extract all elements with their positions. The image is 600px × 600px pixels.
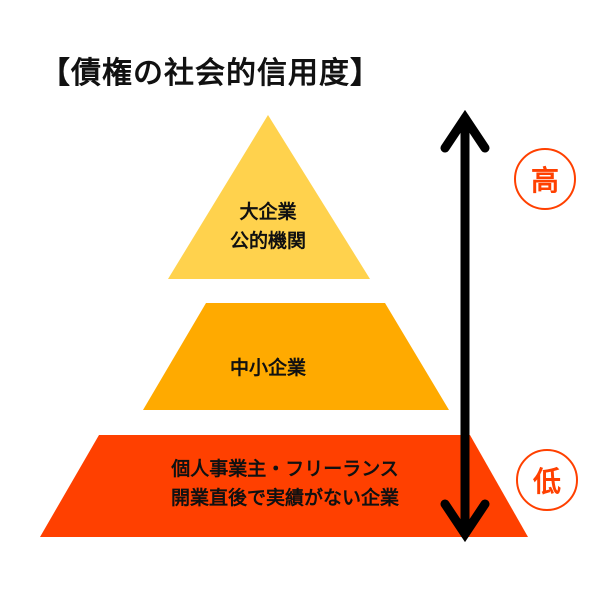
low-badge: 低 — [516, 449, 578, 511]
tier-middle-label: 中小企業 — [168, 354, 368, 383]
tier-top-label: 大企業 公的機関 — [168, 198, 368, 257]
double-arrow-icon — [440, 109, 490, 543]
tier-bottom-label: 個人事業主・フリーランス 開業直後で実績がない企業 — [100, 455, 470, 514]
tier-label-line: 開業直後で実績がない企業 — [170, 487, 399, 510]
tier-label-line: 中小企業 — [229, 357, 306, 379]
diagram-title: 【債権の社会的信用度】 — [40, 56, 381, 91]
high-badge: 高 — [514, 148, 576, 210]
pyramid-tier-top — [168, 115, 370, 279]
tier-label-line: 公的機関 — [229, 230, 306, 253]
pyramid-tier-bottom — [40, 435, 528, 537]
pyramid-tier-middle — [143, 303, 449, 410]
tier-label-line: 個人事業主・フリーランス — [171, 458, 399, 480]
tier-label-line: 大企業 — [239, 201, 297, 223]
